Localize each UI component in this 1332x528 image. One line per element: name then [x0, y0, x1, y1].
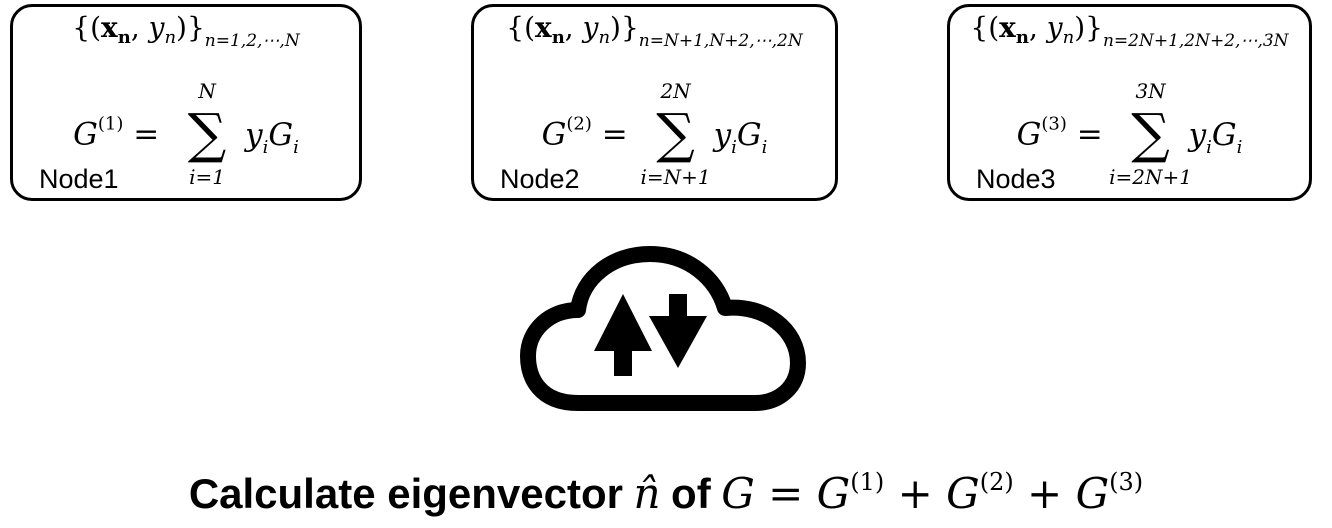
- dataset-notation: {(xn, yn)}n=1,2,⋯,N: [72, 11, 300, 51]
- dataset-notation: {(xn, yn)}n=N+1,N+2,⋯,2N: [506, 11, 803, 51]
- g-superscript: (2): [566, 113, 592, 135]
- g-superscript: (1): [97, 113, 124, 135]
- sum-upper-limit: 3N: [1135, 79, 1166, 103]
- caption-text: Calculate eigenvector: [188, 470, 623, 517]
- cloud-upload-download-icon: [520, 246, 806, 411]
- sum-equation: G(1) = N ∑ i=1 yiGi: [73, 79, 299, 189]
- download-arrow-icon: [649, 294, 707, 368]
- node-box-2: {(xn, yn)}n=N+1,N+2,⋯,2N G(2) = 2N ∑ i=N…: [471, 4, 838, 201]
- sum-operator: 2N ∑ i=N+1: [640, 79, 710, 189]
- eigenvector-symbol: n̂: [633, 469, 661, 518]
- sum-lower-limit: i=2N+1: [1109, 165, 1192, 189]
- dataset-index: n=2N+1,2N+2,⋯,3N: [1102, 31, 1289, 51]
- caption-equation: G = G(1) + G(2) + G(3): [721, 468, 1144, 518]
- node-box-1: {(xn, yn)}n=1,2,⋯,N G(1) = N ∑ i=1 yiGi …: [10, 4, 362, 201]
- sum-lower-limit: i=N+1: [640, 165, 711, 189]
- upload-arrow-icon: [594, 294, 652, 376]
- g-superscript: (3): [1041, 113, 1067, 135]
- caption: Calculate eigenvector n̂ of G = G(1) + G…: [0, 468, 1332, 519]
- dataset-index: n=1,2,⋯,N: [204, 31, 300, 51]
- node-box-3: {(xn, yn)}n=2N+1,2N+2,⋯,3N G(3) = 3N ∑ i…: [947, 4, 1312, 201]
- sum-operator: 3N ∑ i=2N+1: [1109, 79, 1192, 189]
- sum-equation: G(2) = 2N ∑ i=N+1 yiGi: [541, 79, 768, 189]
- sum-lower-limit: i=1: [189, 165, 225, 189]
- sum-operator: N ∑ i=1: [177, 79, 237, 189]
- node-label: Node1: [39, 164, 119, 194]
- sum-upper-limit: 2N: [660, 79, 691, 103]
- dataset-notation: {(xn, yn)}n=2N+1,2N+2,⋯,3N: [970, 11, 1289, 51]
- sum-upper-limit: N: [198, 79, 216, 103]
- sum-equation: G(3) = 3N ∑ i=2N+1 yiGi: [1016, 79, 1243, 189]
- node-label: Node2: [500, 164, 580, 194]
- node-label: Node3: [976, 164, 1056, 194]
- caption-of: of: [671, 470, 711, 517]
- dataset-index: n=N+1,N+2,⋯,2N: [638, 31, 803, 51]
